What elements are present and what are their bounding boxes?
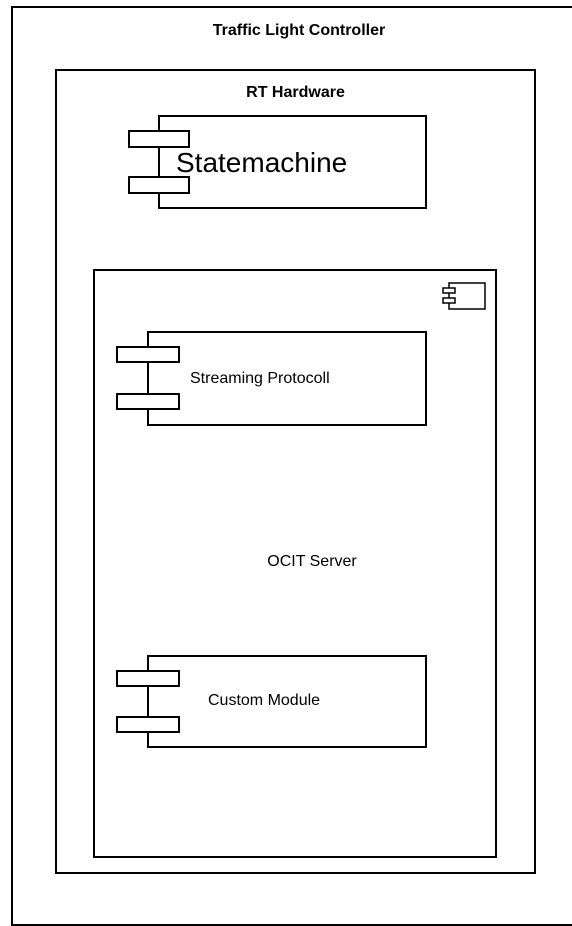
- streaming-protocol-stem: [147, 346, 149, 410]
- component-icon: [442, 282, 486, 310]
- custom-module-stem: [147, 670, 149, 732]
- ocit-server-label: OCIT Server: [267, 553, 357, 570]
- custom-module-box: [147, 655, 427, 748]
- statemachine-box: [158, 115, 427, 209]
- traffic-light-controller-title: Traffic Light Controller: [212, 22, 386, 39]
- statemachine-tab-top: [128, 130, 190, 148]
- statemachine-stem: [158, 130, 160, 194]
- custom-module-label: Custom Module: [208, 692, 321, 709]
- streaming-protocol-tab-top: [116, 346, 180, 363]
- streaming-protocol-tab-bottom: [116, 393, 180, 410]
- custom-module-tab-bottom: [116, 716, 180, 733]
- statemachine-label: Statemachine: [176, 147, 348, 178]
- statemachine-tab-bottom: [128, 176, 190, 194]
- custom-module-tab-top: [116, 670, 180, 687]
- streaming-protocol-label: Streaming Protocoll: [190, 370, 330, 387]
- rt-hardware-title: RT Hardware: [246, 84, 345, 101]
- streaming-protocol-box: [147, 331, 427, 426]
